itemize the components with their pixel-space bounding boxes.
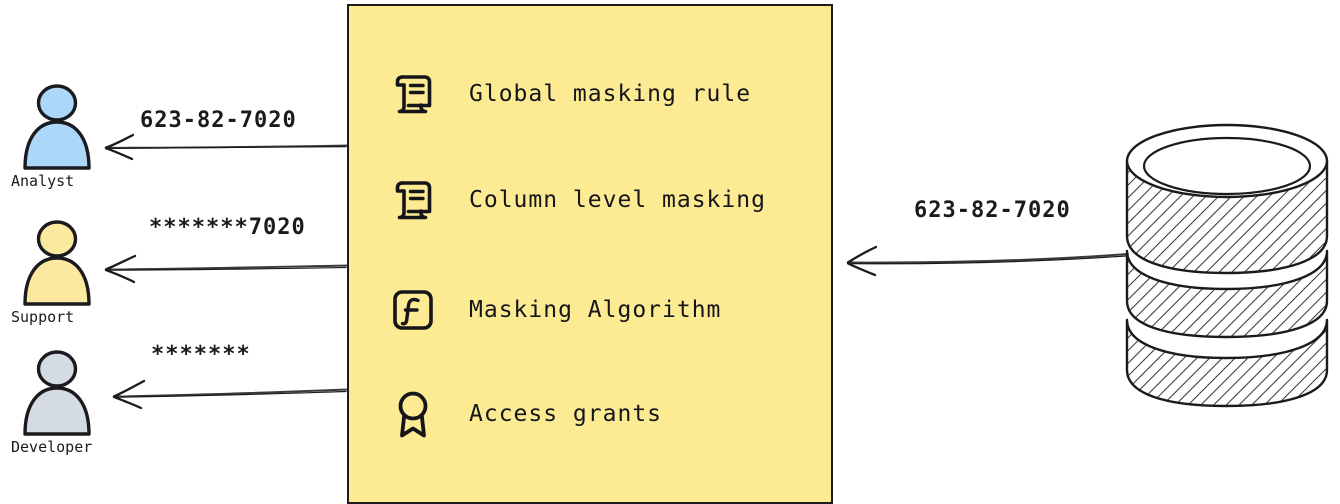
consumer-developer[interactable]: Developer [6,348,126,456]
person-icon [23,84,91,170]
function-box-icon [387,284,439,336]
consumer-analyst[interactable]: Analyst [6,82,126,190]
policy-row-masking-algorithm[interactable]: Masking Algorithm [387,284,721,336]
consumer-label: Support [11,308,75,326]
arrow-to-analyst [104,133,349,161]
scroll-document-icon [387,174,439,226]
policy-row-access-grants[interactable]: Access grants [387,388,662,440]
person-icon [23,220,91,306]
policy-label: Masking Algorithm [469,297,722,323]
flow-value-analyst: 623-82-7020 [140,108,297,133]
person-icon [23,350,91,436]
policy-label: Access grants [469,401,663,427]
policy-row-global-masking-rule[interactable]: Global masking rule [387,68,751,120]
arrow-to-support [104,254,349,284]
consumer-support[interactable]: Support [6,218,126,326]
flow-value-support: *******7020 [149,215,306,240]
arrow-to-developer [112,379,349,410]
policy-label: Global masking rule [469,81,752,107]
database-cylinder-icon[interactable] [1118,118,1340,412]
consumer-label: Developer [11,438,93,456]
award-medal-icon [387,388,439,440]
masking-policy-card: Global masking rule Column level masking [347,4,833,504]
policy-label: Column level masking [469,187,766,213]
consumer-label: Analyst [11,172,75,190]
flow-value-developer: ******* [151,342,251,367]
scroll-document-icon [387,68,439,120]
arrow-source-to-policy [846,245,1129,277]
policy-row-column-level-masking[interactable]: Column level masking [387,174,766,226]
flow-value-source: 623-82-7020 [914,198,1071,223]
